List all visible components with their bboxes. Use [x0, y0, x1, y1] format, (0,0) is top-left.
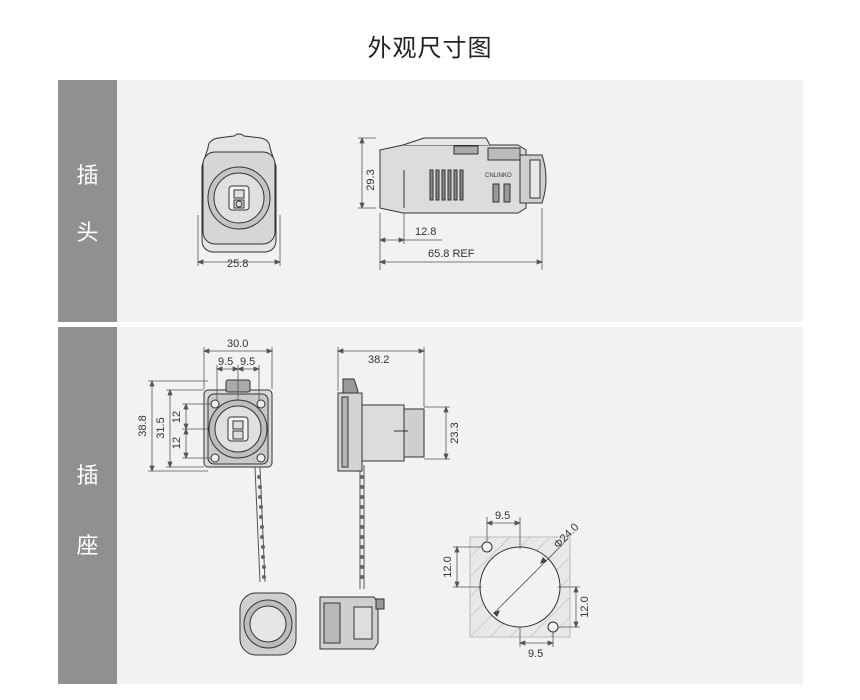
plug-dim-front-width: 25.8 [227, 258, 248, 270]
socket-section: 插 座 [58, 327, 803, 684]
socket-dim-hole-upper: 12 [171, 411, 183, 423]
socket-panel-cutout [469, 536, 571, 638]
cutout-dim-bottom: 9.5 [528, 648, 543, 660]
plug-label-char-1: 插 [76, 164, 99, 189]
socket-label-char-1: 插 [76, 464, 99, 489]
plug-section: 插 头 [58, 80, 803, 322]
plug-dim-height: 29.3 [365, 169, 377, 190]
cutout-dim-top: 9.5 [495, 510, 510, 522]
plug-side-label: 插 头 [58, 80, 117, 322]
plug-front-view [201, 133, 277, 253]
plug-side-view [379, 137, 547, 214]
socket-dim-flange-height: 31.5 [155, 417, 167, 438]
plug-brand-mark: CNLINKO [485, 173, 512, 179]
socket-label-char-2: 座 [76, 534, 99, 559]
plug-dim-length: 65.8 REF [428, 248, 475, 260]
socket-side-label: 插 座 [58, 327, 117, 684]
plug-drawing: 25.8 12.8 65.8 REF 29.3 CNLINKO [196, 133, 547, 270]
page-title: 外观尺寸图 [367, 34, 493, 62]
socket-dim-hole-lower: 12 [171, 437, 183, 449]
socket-cap-front [239, 592, 297, 656]
socket-side-view [337, 378, 425, 472]
socket-cap-side [319, 596, 385, 650]
socket-chain [254, 465, 365, 589]
socket-drawing: 30.0 9.5 9.5 38.8 31.5 12 12 38.2 23.3 9… [137, 338, 591, 660]
socket-dim-width: 30.0 [227, 338, 248, 350]
plug-dim-nose: 12.8 [415, 226, 436, 238]
socket-dim-outer-height: 38.8 [137, 415, 149, 436]
cutout-dim-left: 12.0 [442, 556, 454, 577]
cutout-dim-right: 12.0 [579, 596, 591, 617]
socket-front-view [203, 379, 273, 468]
socket-dim-body-height: 23.3 [449, 422, 461, 443]
socket-dim-half-left: 9.5 [218, 356, 233, 368]
socket-dim-half-right: 9.5 [240, 356, 255, 368]
plug-label-char-2: 头 [76, 221, 99, 246]
socket-dim-depth: 38.2 [368, 354, 389, 366]
